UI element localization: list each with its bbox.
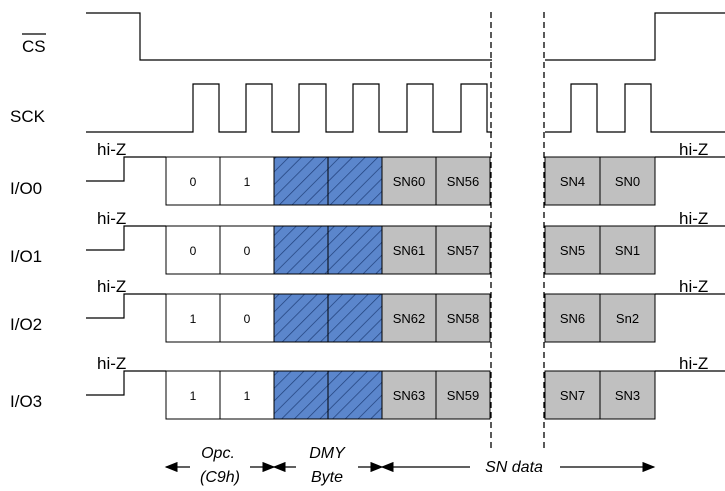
opcode-bit: 0 [244,312,251,326]
sn-label: SN63 [393,388,426,403]
opcode-bit: 1 [190,312,197,326]
dummy-cell [273,293,329,343]
sn-cell [599,293,656,343]
opcode-bit: 0 [244,244,251,258]
opcode-cell [219,225,275,275]
opcode-bit: 0 [190,175,197,189]
sn-cell [544,370,601,420]
sn-cell [599,370,656,420]
hi-z-label-left: hi-Z [97,209,126,228]
sn-label: SN0 [615,174,640,189]
sn-cell [435,370,491,420]
sck-waveform-end [545,83,725,133]
dummy-cell [327,293,383,343]
opcode-cell [219,370,275,420]
dummy-cell [327,370,383,420]
hi-z-line-left [86,225,166,251]
sn-label: SN59 [447,388,480,403]
cs-waveform [86,12,492,61]
sn-cell [599,156,656,206]
io3-lane: hi-Z hi-Z 1 1 SN63 SN59 SN7 SN3 [86,354,725,420]
sn-label: Sn2 [616,311,639,326]
hi-z-label-right: hi-Z [679,354,708,373]
sn-cell [544,293,601,343]
sn-cell [435,293,491,343]
phase-data-label: SN data [485,459,543,476]
hi-z-label-left: hi-Z [97,140,126,159]
opcode-cell [165,293,221,343]
dummy-cell [273,225,329,275]
io2-label: I/O2 [10,315,42,334]
sn-label: SN60 [393,174,426,189]
io1-lane: hi-Z hi-Z 0 0 SN61 SN57 SN5 SN1 [86,209,725,275]
phase-opcode-line2: (C9h) [200,469,240,486]
sn-cell [435,156,491,206]
dummy-cell [273,156,329,206]
hi-z-label-right: hi-Z [679,209,708,228]
sn-cell [544,156,601,206]
sn-cell [381,370,437,420]
cs-label: CS [22,37,46,56]
phase-dummy-line2: Byte [311,469,343,486]
opcode-cell [165,156,221,206]
sn-cell [381,225,437,275]
phase-dummy-line1: DMY [309,445,346,462]
sn-label: SN4 [560,174,585,189]
io0-lane: hi-Z hi-Z 0 1 SN60 SN56 SN4 SN0 [86,140,725,206]
sn-cell [599,225,656,275]
sn-label: SN7 [560,388,585,403]
dummy-cell [273,370,329,420]
io0-label: I/O0 [10,179,42,198]
dummy-cell [327,156,383,206]
sn-label: SN62 [393,311,426,326]
hi-z-label-right: hi-Z [679,140,708,159]
opcode-bit: 0 [190,244,197,258]
sn-cell [381,156,437,206]
sn-label: SN5 [560,243,585,258]
dummy-cell [327,225,383,275]
sn-cell [381,293,437,343]
cs-waveform-end [545,12,725,61]
io3-label: I/O3 [10,392,42,411]
hi-z-line-left [86,370,166,396]
hi-z-label-left: hi-Z [97,354,126,373]
sn-label: SN57 [447,243,480,258]
phase-opcode-line1: Opc. [201,445,235,462]
sn-label: SN58 [447,311,480,326]
sn-label: SN3 [615,388,640,403]
opcode-bit: 1 [244,389,251,403]
sn-label: SN56 [447,174,480,189]
hi-z-label-left: hi-Z [97,277,126,296]
sn-label: SN6 [560,311,585,326]
sn-label: SN1 [615,243,640,258]
sn-cell [544,225,601,275]
sck-waveform [86,83,492,133]
io2-lane: hi-Z hi-Z 1 0 SN62 SN58 SN6 Sn2 [86,277,725,343]
sn-label: SN61 [393,243,426,258]
hi-z-label-right: hi-Z [679,277,708,296]
io1-label: I/O1 [10,247,42,266]
opcode-cell [219,293,275,343]
opcode-bit: 1 [244,175,251,189]
sck-label: SCK [10,107,46,126]
hi-z-line-left [86,293,166,319]
opcode-cell [165,370,221,420]
sn-cell [435,225,491,275]
hi-z-line-left [86,156,166,182]
opcode-bit: 1 [190,389,197,403]
